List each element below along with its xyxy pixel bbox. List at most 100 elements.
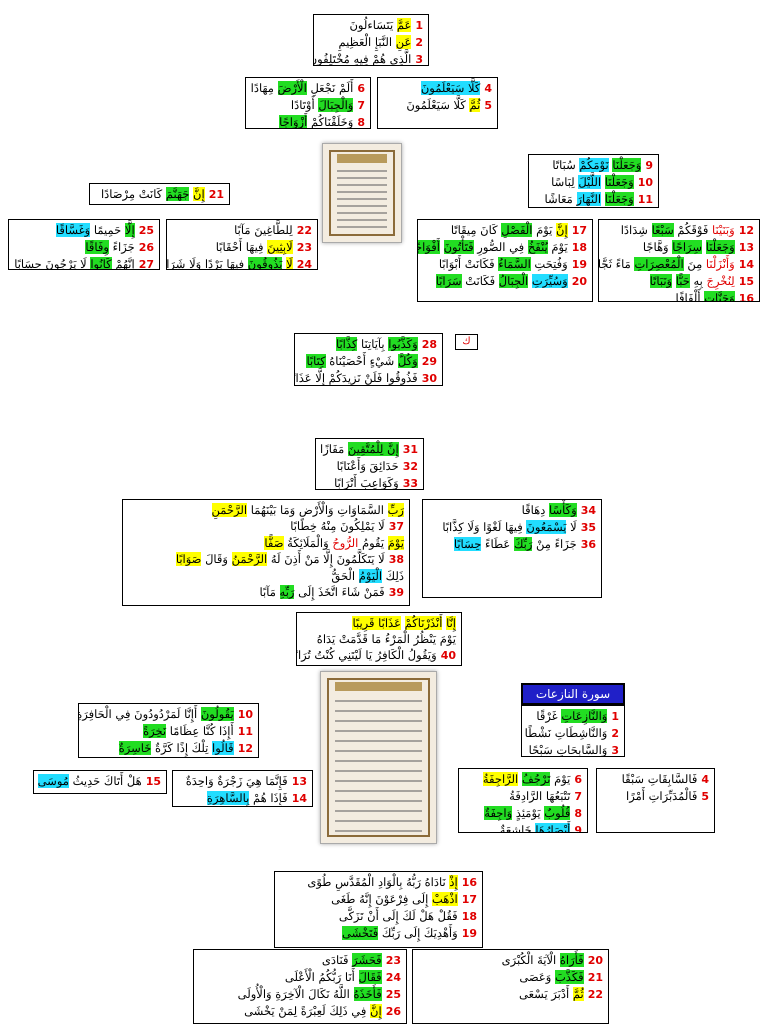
verse-line: رَبِّ السَّمَاوَاتِ وَالْأَرْضِ وَمَا بَ… (128, 502, 404, 518)
verse-number: 25 (138, 224, 154, 237)
verse-line: 38لَا يَتَكَلَّمُونَ إِلَّا مَنْ أَذِنَ … (128, 551, 404, 568)
highlighted-word: حِسَابًا (453, 537, 482, 551)
verse-number: 19 (571, 258, 587, 271)
verse-text: وَقَالَ (201, 552, 232, 566)
highlighted-word: خَاسِرَةٌ (118, 741, 152, 755)
verse-text: ذَلِكَ (382, 569, 404, 583)
verse-number: 18 (461, 910, 477, 923)
verse-line: 8قُلُوبٌ يَوْمَئِذٍ وَاجِفَةٌ (464, 805, 582, 822)
highlighted-word: كَلَّا سَيَعْلَمُونَ (420, 81, 481, 95)
verse-line: 10وَجَعَلْنَا اللَّيْلَ لِبَاسًا (534, 174, 653, 191)
highlighted-word: صَفًّا (264, 536, 284, 550)
verse-text: وَكَوَاعِبَ أَتْرَابًا (334, 476, 399, 490)
highlighted-word: فَتَخْشَى (341, 926, 379, 940)
verse-text: وَهَّاجًا (642, 240, 673, 254)
verse-number: 27 (138, 258, 154, 270)
mushaf-page-image-2 (320, 671, 437, 844)
highlighted-word: يَوْمَ (387, 536, 404, 550)
verse-text: شَيْءٍ أَحْصَيْنَاهُ (325, 354, 398, 368)
highlighted-word: وَبَنَيْنَا (712, 223, 735, 237)
verse-line: ذَلِكَ الْيَوْمُ الْحَقُّ (128, 568, 404, 584)
verse-line: 2عَنِ النَّبَإِ الْعَظِيمِ (319, 34, 423, 51)
verse-text: لَا يَتَكَلَّمُونَ إِلَّا مَنْ أَذِنَ لَ… (267, 552, 385, 566)
verse-line: 22ثُمَّ أَدْبَرَ يَسْعَى (418, 986, 603, 1003)
verse-number: 11 (637, 193, 653, 206)
verse-number: 20 (587, 954, 603, 967)
verse-text: لِلطَّاغِينَ مَآبًا (234, 223, 293, 237)
verse-line: 35لَا يَسْمَعُونَ فِيهَا لَغْوًا وَلَا ك… (428, 519, 596, 536)
verse-number: 16 (738, 292, 754, 302)
verse-number: 7 (574, 790, 582, 803)
verse-line: يَوْمَ يَنْظُرُ الْمَرْءُ مَا قَدَّمَتْ … (302, 631, 456, 647)
verse-number: 10 (637, 176, 653, 189)
verse-text: إِلَى فِرْعَوْنَ إِنَّهُ طَغَى (331, 892, 432, 906)
verse-number: 37 (388, 520, 404, 533)
verse-number: 24 (296, 258, 312, 270)
verse-text: فِي ذَلِكَ لَعِبْرَةً لِمَنْ يَخْشَى (244, 1004, 371, 1018)
verse-text: كَلَّا سَيَعْلَمُونَ (406, 98, 470, 112)
highlighted-word: كَانُوا (90, 257, 112, 270)
verse-line: 3وَالسَّابِحَاتِ سَبْحًا (527, 742, 619, 757)
verse-number: 13 (738, 241, 754, 254)
verse-number: 28 (421, 338, 437, 351)
verse-number: 20 (571, 275, 587, 288)
verse-line: 37لَا يَمْلِكُونَ مِنْهُ خِطَابًا (128, 518, 404, 535)
highlighted-word: الْجِبَالُ (498, 274, 529, 288)
verse-number: 23 (296, 241, 312, 254)
verse-text: عَطَاءً (481, 537, 514, 551)
verse-number: 22 (587, 988, 603, 1001)
highlighted-word: إِنَّ (556, 223, 568, 237)
highlighted-word: إِنَّ (370, 1004, 382, 1018)
highlighted-word: حَبًّا (675, 274, 690, 288)
highlighted-word: وَالْجِبَالَ (318, 98, 354, 112)
verse-line: 40وَيَقُولُ الْكَافِرُ يَا لَيْتَنِي كُن… (297, 647, 456, 664)
verse-text: النَّبَإِ الْعَظِيمِ (338, 35, 396, 49)
verse-text: حَدَائِقَ وَأَعْنَابًا (336, 459, 399, 473)
verse-line: 14فَإِذَا هُمْ بِالسَّاهِرَةِ (178, 790, 307, 806)
verse-text: الْآيَةَ الْكُبْرَى (501, 953, 560, 967)
verse-text: مِنَ (683, 257, 706, 271)
verse-text: تِلْكَ إِذًا كَرَّةٌ (151, 741, 213, 755)
verse-line: 6أَلَمْ نَجْعَلِ الْأَرْضَ مِهَادًا (251, 80, 365, 97)
highlighted-word: إِلَّا (124, 223, 135, 237)
highlighted-word: عَمَّ (396, 18, 412, 32)
verse-line: 9أَبْصَارُهَا خَاشِعَةٌ (464, 822, 582, 832)
verse-number: 4 (701, 773, 709, 786)
verse-line: 1وَالنَّازِعَاتِ غَرْقًا (527, 708, 619, 725)
verse-box-4-5: 4كَلَّا سَيَعْلَمُونَ5ثُمَّ كَلَّا سَيَع… (377, 77, 498, 129)
verse-line: 9وَجَعَلْنَا نَوْمَكُمْ سُبَاتًا (534, 157, 653, 174)
verse-number: 33 (402, 477, 418, 490)
verse-text: وَفُتِحَتِ (530, 257, 568, 271)
verse-text: نَادَاهُ رَبُّهُ بِالْوَادِ الْمُقَدَّسِ… (307, 875, 450, 889)
verse-box-naziat-10-12: 10يَقُولُونَ أَإِنَّا لَمَرْدُودُونَ فِي… (78, 703, 259, 758)
verse-text: فَذُوقُوا فَلَنْ نَزِيدَكُمْ إِلَّا عَذَ… (294, 371, 418, 385)
verse-text: يَقُومُ (358, 536, 388, 550)
highlighted-word: قُلُوبٌ (544, 806, 571, 820)
verse-line: 3الَّذِي هُمْ فِيهِ مُخْتَلِفُونَ (314, 51, 423, 66)
verse-text: أَوْتَادًا (290, 98, 319, 112)
verse-text (440, 240, 444, 254)
verse-line: 39فَمَنْ شَاءَ اتَّخَذَ إِلَى رَبِّهِ مَ… (128, 584, 404, 601)
highlighted-word: فَتَأْتُونَ (443, 240, 474, 254)
verse-line: 4فَالسَّابِقَاتِ سَبْقًا (602, 771, 709, 788)
verse-text: فَكَانَتْ (461, 274, 499, 288)
verse-line: 19وَفُتِحَتِ السَّمَاءُ فَكَانَتْ أَبْوَ… (423, 256, 587, 273)
verse-line: 13وَجَعَلْنَا سِرَاجًا وَهَّاجًا (604, 239, 754, 256)
verse-text: فَإِنَّمَا هِيَ زَجْرَةٌ وَاحِدَةٌ (185, 774, 288, 788)
highlighted-word: الرَّحْمَنِ (211, 503, 248, 517)
verse-line: 26إِنَّ فِي ذَلِكَ لَعِبْرَةً لِمَنْ يَخ… (199, 1003, 401, 1020)
verse-text: وَالسَّابِحَاتِ سَبْحًا (528, 743, 608, 757)
verse-text: حَمِيمًا (90, 223, 125, 237)
highlighted-word: رَبِّكَ (513, 537, 533, 551)
verse-text: كَانَتْ مِرْصَادًا (100, 187, 166, 201)
verse-text: دِهَاقًا (521, 503, 550, 517)
highlighted-word: الرَّحْمَنُ (231, 552, 268, 566)
verse-number: 30 (421, 372, 437, 385)
highlighted-word: رَبِّهِ (279, 585, 295, 599)
verse-box-17-20: 17إِنَّ يَوْمَ الْفَصْلِ كَانَ مِيقَاتًا… (417, 219, 593, 302)
verse-line: 30فَذُوقُوا فَلَنْ نَزِيدَكُمْ إِلَّا عَ… (295, 370, 437, 385)
verse-number: 3 (415, 53, 423, 66)
